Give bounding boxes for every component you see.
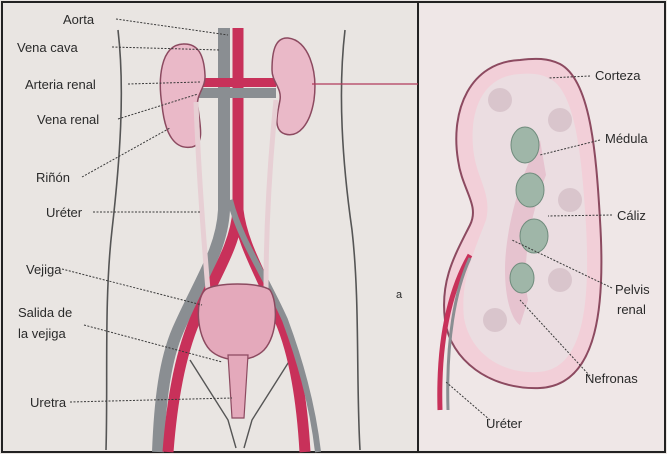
medulla-pyramid-2 (516, 173, 544, 207)
label-vena-renal: Vena renal (37, 112, 99, 127)
label-medula: Médula (605, 131, 648, 146)
label-arteria-renal: Arteria renal (25, 77, 96, 92)
urethra (228, 355, 248, 418)
body-outline-left (106, 30, 121, 450)
label-vejiga: Vejiga (26, 262, 62, 277)
leader-rinon (82, 128, 170, 177)
leader-vejiga (62, 269, 202, 305)
label-vena-cava: Vena cava (17, 40, 78, 55)
label-corteza: Corteza (595, 68, 641, 83)
medulla-pyramid-4 (510, 263, 534, 293)
leader-aorta (116, 19, 228, 35)
cortex-texture-3 (558, 188, 582, 212)
leader-vena-cava (112, 47, 220, 50)
ureter-right (266, 100, 276, 290)
body-outline-right (341, 30, 360, 450)
renal-artery (196, 78, 276, 87)
label-ureter: Uréter (46, 205, 83, 220)
label-pelvis-line2: renal (617, 302, 646, 317)
cortex-texture-2 (548, 108, 572, 132)
medulla-pyramid-1 (511, 127, 539, 163)
label-nefronas: Nefronas (585, 371, 638, 386)
label-rinon: Riñón (36, 170, 70, 185)
bladder (198, 284, 275, 360)
cortex-texture-5 (483, 308, 507, 332)
kidney-right (272, 38, 315, 135)
label-uretra: Uretra (30, 395, 67, 410)
label-salida-vejiga-line1: Salida de (18, 305, 72, 320)
label-aorta: Aorta (63, 12, 95, 27)
renal-vein (196, 88, 276, 98)
cortex-texture-1 (488, 88, 512, 112)
panel-letter: a (396, 289, 403, 301)
ureter-left (196, 102, 208, 290)
label-ureter-detail: Uréter (486, 416, 523, 431)
label-caliz: Cáliz (617, 208, 646, 223)
label-pelvis-line1: Pelvis (615, 282, 650, 297)
leader-uretra (70, 398, 232, 402)
label-salida-vejiga-line2: la vejiga (18, 326, 66, 341)
medulla-pyramid-3 (520, 219, 548, 253)
cortex-texture-4 (548, 268, 572, 292)
